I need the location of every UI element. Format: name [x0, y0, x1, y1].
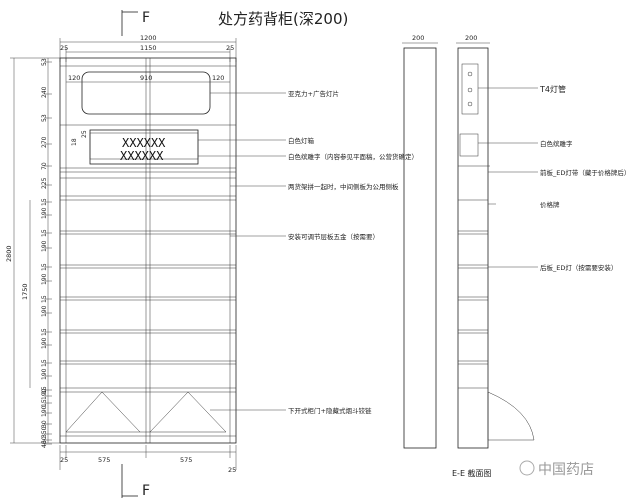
side-elevation: 200: [402, 34, 438, 449]
svg-text:575: 575: [180, 456, 192, 464]
section-mark-top: F: [121, 10, 150, 36]
note-bottom-door: 下开式柜门+隐藏式烟斗铰链: [288, 406, 372, 415]
svg-text:F: F: [142, 10, 150, 26]
svg-text:25: 25: [60, 44, 68, 52]
bottom-dimensions: 25 575 575 25: [59, 445, 236, 474]
section-view: 200: [456, 34, 535, 449]
vertical-dimension-labels: 5324053270702251519015190151901519015190…: [41, 58, 52, 448]
svg-text:25: 25: [81, 130, 88, 138]
vertical-dim-label: 350: [41, 426, 48, 438]
vertical-dim-label: 190: [41, 207, 48, 219]
svg-text:200: 200: [412, 34, 424, 42]
section-annotations: T4灯管 白色缤雕字 前板_ED灯带（藏于价格牌后） 价格牌 后板_ED灯（按需…: [452, 84, 630, 478]
svg-text:25: 25: [228, 466, 236, 474]
left-dimensions: 2800 1750: [5, 57, 60, 444]
vertical-dim-label: 270: [41, 136, 48, 148]
front-shelves: [60, 230, 236, 365]
svg-text:F: F: [142, 483, 150, 499]
svg-text:1150: 1150: [140, 44, 157, 52]
svg-text:1200: 1200: [140, 34, 157, 42]
dim-total: 2800: [5, 245, 13, 262]
note-side-engraved: 白色缤雕字: [540, 139, 573, 148]
section-label: E-E 截面图: [452, 468, 492, 478]
watermark: 中国药店: [519, 460, 594, 478]
dim-shelf-zone: 1750: [21, 283, 29, 300]
bottom-door: [60, 387, 236, 437]
sign-text-1: XXXXXX: [122, 136, 166, 150]
vertical-dim-label: 225: [41, 177, 48, 189]
svg-text:200: 200: [465, 34, 477, 42]
section-mark-bottom: F: [121, 464, 150, 499]
vertical-dim-label: 190: [41, 405, 48, 417]
sign-text-2: XXXXXX: [120, 149, 164, 163]
vertical-dim-label: 190: [41, 337, 48, 349]
vertical-dim-label: 240: [41, 86, 48, 98]
svg-text:18: 18: [71, 138, 78, 146]
drawing-title: 处方药背柜(深200): [218, 10, 348, 28]
note-acrylic: 亚克力+广告灯片: [288, 89, 339, 98]
front-cabinet: 120 910 120 XXXXXX XXXXXX 25 18: [59, 57, 237, 444]
note-shared-panel: 两货架拼一起时，中间侧板为公用侧板: [288, 182, 399, 191]
note-t4-tube: T4灯管: [539, 84, 566, 94]
note-back-led: 后板_ED灯（按需要安装）: [540, 263, 617, 272]
note-front-led: 前板_ED灯带（藏于价格牌后）: [540, 168, 630, 177]
svg-text:910: 910: [140, 74, 152, 82]
note-lightbox: 白色灯箱: [288, 136, 315, 145]
section-shelves: [458, 199, 488, 389]
vertical-dim-label: 190: [41, 388, 48, 400]
svg-text:120: 120: [212, 74, 224, 82]
svg-text:120: 120: [68, 74, 80, 82]
note-price-tag: 价格牌: [540, 200, 560, 209]
note-engraved-text: 白色缤雕字（内容参见平面稿，公营货确定）: [288, 152, 418, 161]
svg-text:25: 25: [60, 456, 68, 464]
svg-text:575: 575: [98, 456, 110, 464]
svg-text:中国药店: 中国药店: [538, 462, 594, 478]
svg-text:25: 25: [226, 44, 234, 52]
vertical-dim-label: 190: [41, 240, 48, 252]
vertical-dim-label: 190: [41, 305, 48, 317]
vertical-dim-label: 190: [41, 368, 48, 380]
note-adjustable-shelf: 安装可调节层板五金（按需要）: [288, 232, 379, 241]
vertical-dim-label: 190: [41, 273, 48, 285]
front-annotations: 亚克力+广告灯片 白色灯箱 白色缤雕字（内容参见平面稿，公营货确定） 两货架拼一…: [198, 89, 418, 415]
